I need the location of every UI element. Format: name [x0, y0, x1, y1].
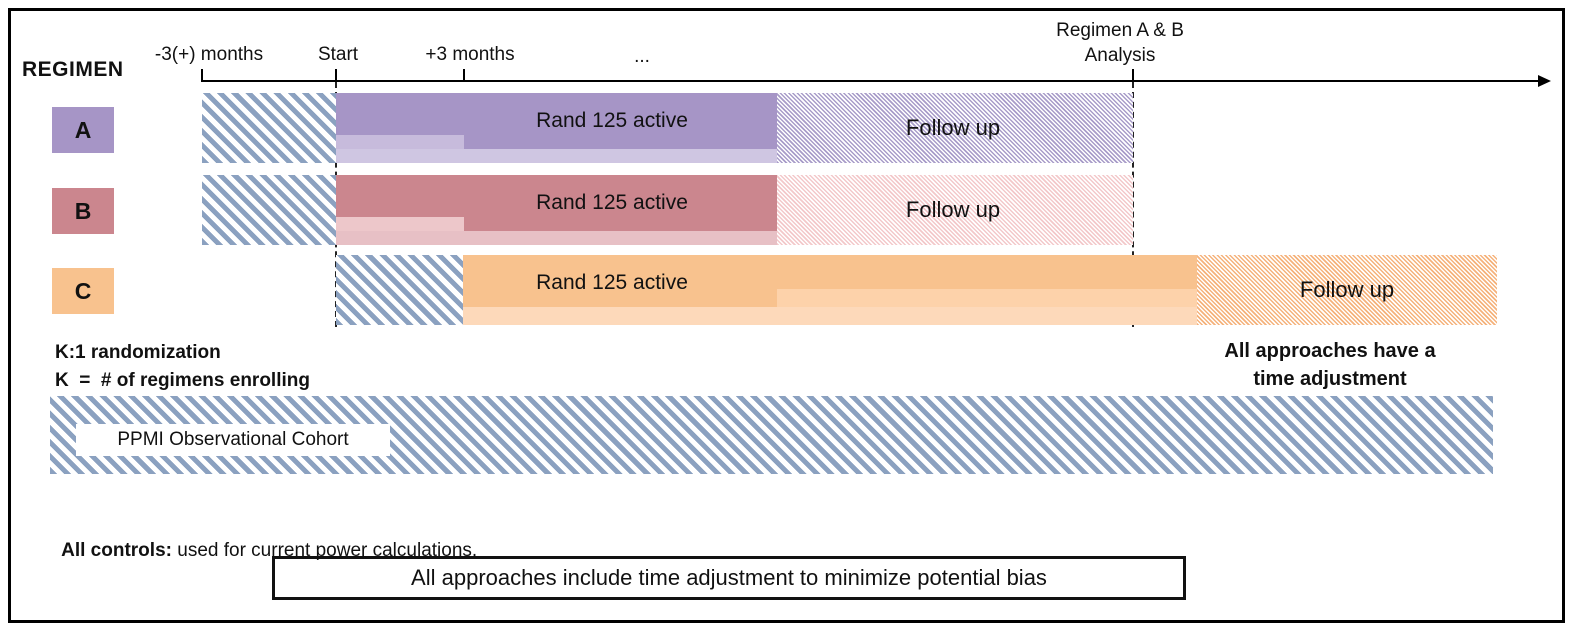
tick-minus3 [201, 69, 203, 82]
timeline-axis [202, 80, 1540, 82]
row-a-active-step [336, 135, 464, 149]
note-k-randomization: K:1 randomization [55, 342, 221, 363]
banner-text: All approaches include time adjustment t… [411, 565, 1047, 590]
row-a-rand-label: Rand 125 active [536, 109, 688, 132]
legend-swatch-b-label: B [74, 197, 92, 224]
dashed-line-analysis [1132, 82, 1134, 327]
row-c-enrollment-hatch [336, 255, 463, 325]
tick-plus3 [463, 69, 465, 82]
legend-swatch-b: B [52, 188, 114, 234]
row-c-rand-label: Rand 125 active [536, 271, 688, 294]
tick-label-plus3: +3 months [425, 44, 515, 65]
row-b-followup-label: Follow up [905, 197, 1001, 222]
row-b-followup-hatch [777, 175, 1133, 245]
tick-label-minus3: -3(+) months [154, 44, 264, 65]
outer-frame [8, 8, 1565, 623]
tick-start [335, 69, 337, 82]
controls-note: All controls: used for current power cal… [40, 518, 477, 584]
legend-swatch-c-label: C [74, 277, 92, 304]
tick-label-analysis-line1: Regimen A & B [1056, 20, 1184, 41]
ppmi-label: PPMI Observational Cohort [117, 429, 349, 450]
row-a-active-tail [336, 149, 777, 163]
row-b-rand-label: Rand 125 active [536, 191, 688, 214]
tick-label-analysis-line2: Analysis [1084, 45, 1156, 66]
banner-box: All approaches include time adjustment t… [272, 556, 1186, 600]
legend-swatch-c: C [52, 268, 114, 314]
row-b-prestart-hatch [202, 175, 336, 245]
controls-note-bold: All controls: [61, 540, 172, 561]
tick-label-analysis: Regimen A & B Analysis [1056, 18, 1184, 68]
row-c-active-step [777, 289, 1197, 307]
legend-swatch-a: A [52, 107, 114, 153]
row-b-active-tail [336, 231, 777, 245]
ppmi-label-box: PPMI Observational Cohort [76, 424, 390, 456]
legend-swatch-a-label: A [74, 116, 92, 143]
row-a-followup-label: Follow up [905, 115, 1001, 140]
row-a-followup-hatch [777, 93, 1133, 163]
controls-note-text: used for current power calculations. [171, 540, 478, 561]
note-k-definition: K = # of regimens enrolling [55, 370, 310, 391]
tick-label-dots: ... [634, 46, 650, 67]
row-b-active-step [336, 217, 464, 231]
tick-label-start: Start [317, 44, 359, 65]
regimen-title: REGIMEN [22, 58, 124, 81]
row-a-prestart-hatch [202, 93, 336, 163]
note-time-adjustment-line2: time adjustment [1253, 368, 1407, 390]
row-c-followup-hatch [1197, 255, 1497, 325]
row-c-active-tail [463, 307, 1197, 325]
tick-analysis [1132, 69, 1134, 82]
timeline-arrowhead-icon [1538, 75, 1551, 87]
row-c-followup-label: Follow up [1299, 277, 1395, 302]
note-time-adjustment-line1: All approaches have a [1224, 340, 1436, 362]
